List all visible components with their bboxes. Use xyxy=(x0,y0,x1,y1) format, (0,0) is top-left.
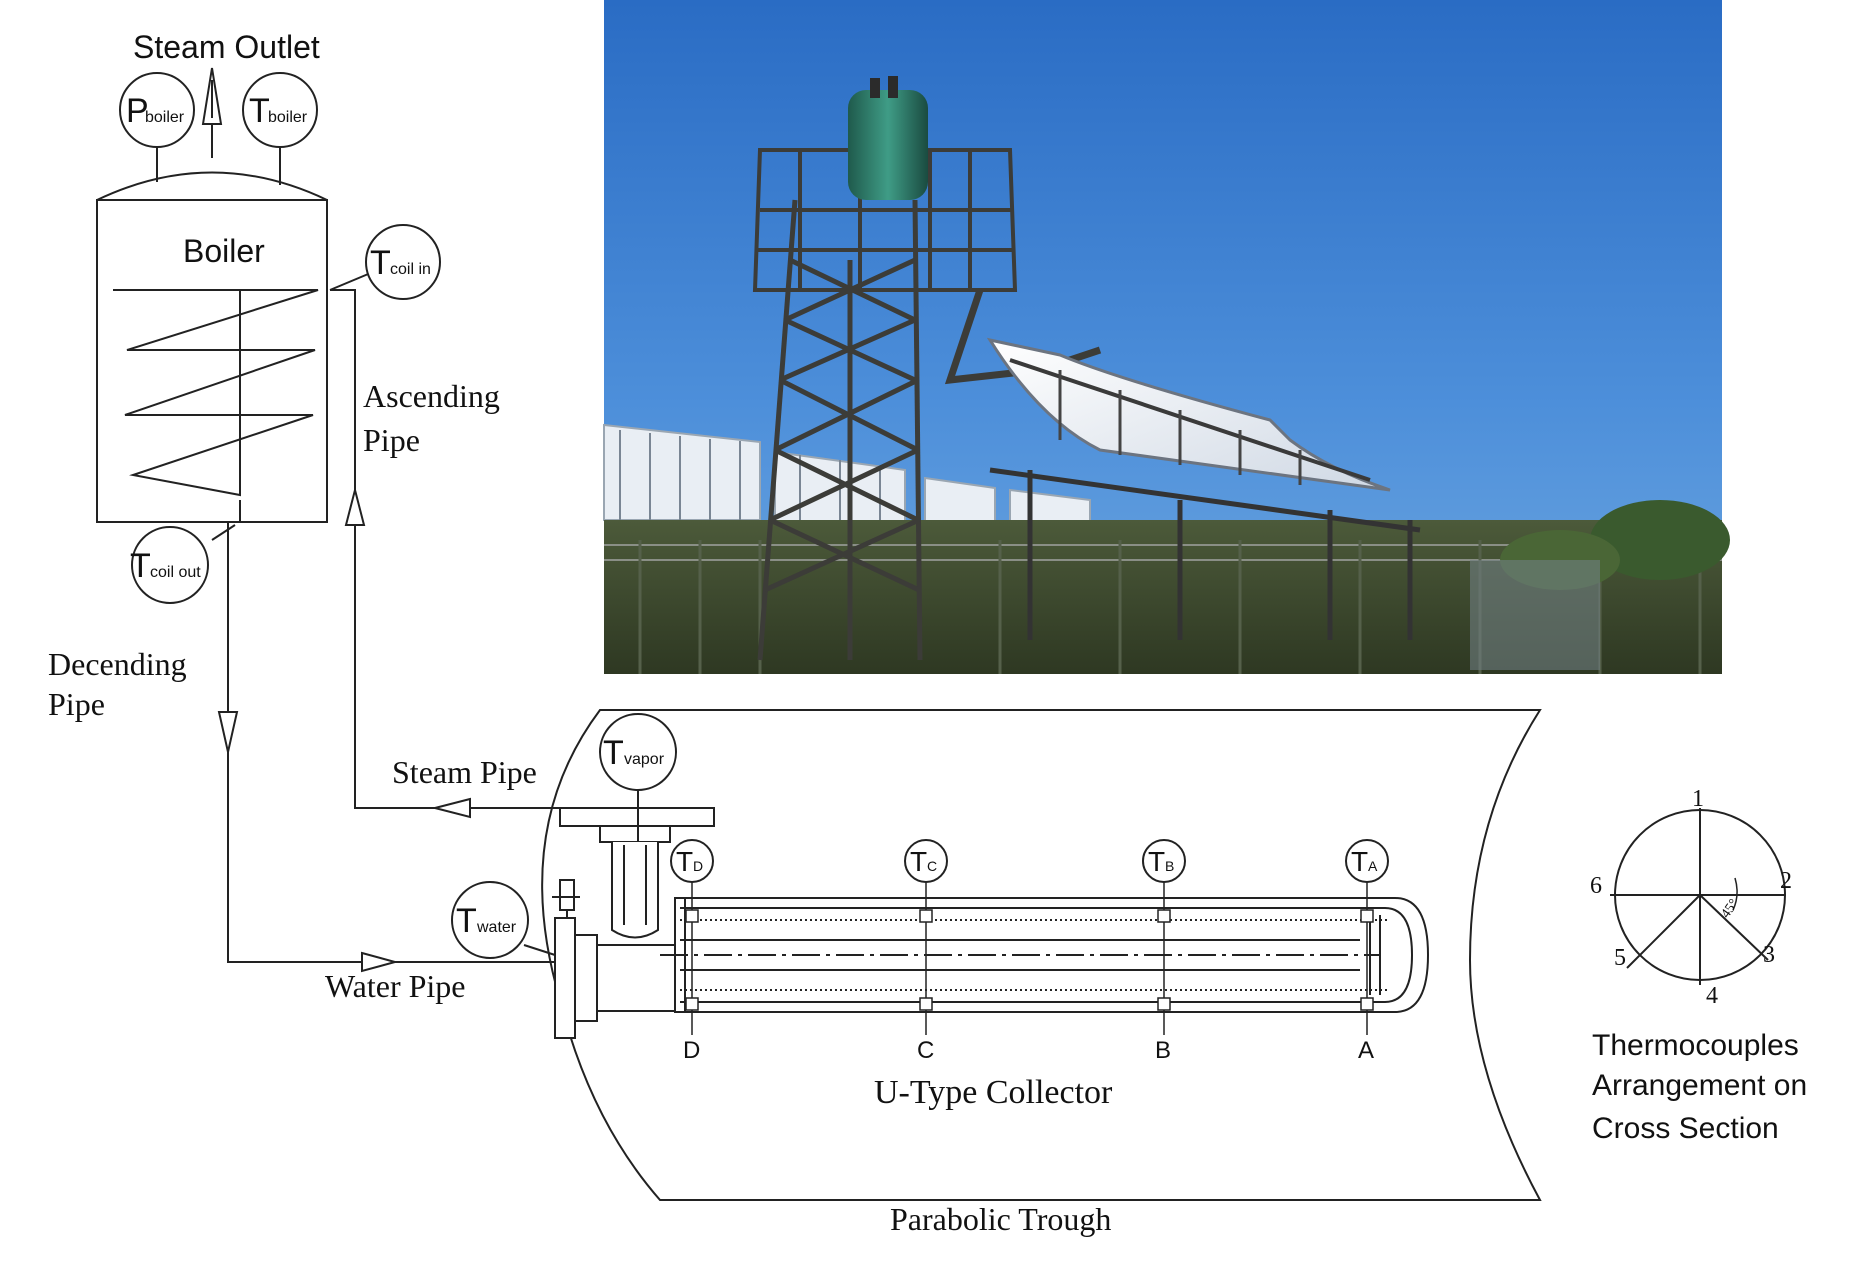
sensor-td: T D D xyxy=(670,839,714,1064)
sensor-ta: T A A xyxy=(1345,839,1389,1064)
svg-text:A: A xyxy=(1358,1037,1374,1064)
t-boiler-gauge: T boiler xyxy=(242,72,318,185)
svg-text:T: T xyxy=(676,846,693,877)
ascending-arrow xyxy=(344,489,366,526)
svg-text:T: T xyxy=(370,244,391,282)
tc-point-3: 3 xyxy=(1763,942,1775,968)
water-pipe-arrow xyxy=(361,951,399,973)
steam-pipe-label: Steam Pipe xyxy=(392,754,537,790)
svg-text:C: C xyxy=(917,1037,934,1064)
svg-text:T: T xyxy=(1351,846,1368,877)
svg-text:boiler: boiler xyxy=(268,109,308,126)
svg-text:D: D xyxy=(683,1037,700,1064)
svg-text:boiler: boiler xyxy=(145,109,185,126)
t-coil-in-gauge: T coil in xyxy=(329,224,441,300)
svg-text:T: T xyxy=(249,92,270,130)
p-boiler-gauge: P boiler xyxy=(119,72,195,182)
descending-pipe-label-2: Pipe xyxy=(48,686,105,722)
svg-text:water: water xyxy=(476,919,517,936)
descending-pipe-label-1: Decending xyxy=(48,646,187,682)
descending-arrow xyxy=(217,711,239,753)
tc-point-5: 5 xyxy=(1614,945,1626,971)
boiler-title: Boiler xyxy=(183,233,265,269)
steam-pipe-arrow xyxy=(434,797,471,819)
ascending-pipe-label-2: Pipe xyxy=(363,422,420,458)
tc-point-2: 2 xyxy=(1780,868,1792,894)
tc-point-6: 6 xyxy=(1590,873,1602,899)
svg-text:coil in: coil in xyxy=(390,261,431,278)
ascending-pipe-label-1: Ascending xyxy=(363,378,500,414)
svg-text:A: A xyxy=(1368,858,1378,874)
boiler xyxy=(96,171,328,523)
heating-coil xyxy=(113,289,319,497)
svg-text:P: P xyxy=(126,92,149,130)
thermocouple-cross-section xyxy=(1610,808,1786,985)
svg-text:T: T xyxy=(1148,846,1165,877)
svg-text:C: C xyxy=(927,858,937,874)
u-type-collector-body xyxy=(660,897,1430,1013)
parabolic-trough-outline xyxy=(541,709,1542,1201)
cross-section-caption-1: Thermocouples xyxy=(1592,1029,1799,1062)
tc-angle-label: 45° xyxy=(1718,897,1742,922)
svg-text:B: B xyxy=(1165,858,1174,874)
sensor-tb: T B B xyxy=(1142,839,1186,1064)
t-coil-out-gauge: T coil out xyxy=(130,524,236,604)
svg-text:B: B xyxy=(1155,1037,1171,1064)
svg-text:coil out: coil out xyxy=(150,564,201,581)
cross-section-caption-3: Cross Section xyxy=(1592,1112,1779,1145)
site-photo xyxy=(603,0,1730,674)
svg-text:vapor: vapor xyxy=(624,751,665,768)
collector-title: U-Type Collector xyxy=(874,1074,1113,1111)
cross-section-caption-2: Arrangement on xyxy=(1592,1069,1807,1102)
water-pipe-label: Water Pipe xyxy=(325,968,465,1004)
tc-point-4: 4 xyxy=(1706,983,1718,1009)
steam-outlet-arrow xyxy=(201,67,223,158)
t-water-gauge: T water xyxy=(451,881,556,959)
tc-point-1: 1 xyxy=(1692,786,1704,812)
svg-text:T: T xyxy=(910,846,927,877)
vapor-header xyxy=(559,807,715,939)
svg-text:T: T xyxy=(456,902,477,940)
svg-text:T: T xyxy=(130,547,151,585)
svg-text:T: T xyxy=(603,734,624,772)
svg-text:D: D xyxy=(693,858,703,874)
steam-outlet-label: Steam Outlet xyxy=(133,29,320,65)
parabolic-trough-label: Parabolic Trough xyxy=(890,1201,1111,1237)
sensor-tc: T C C xyxy=(904,839,948,1064)
t-vapor-gauge: T vapor xyxy=(599,713,677,842)
